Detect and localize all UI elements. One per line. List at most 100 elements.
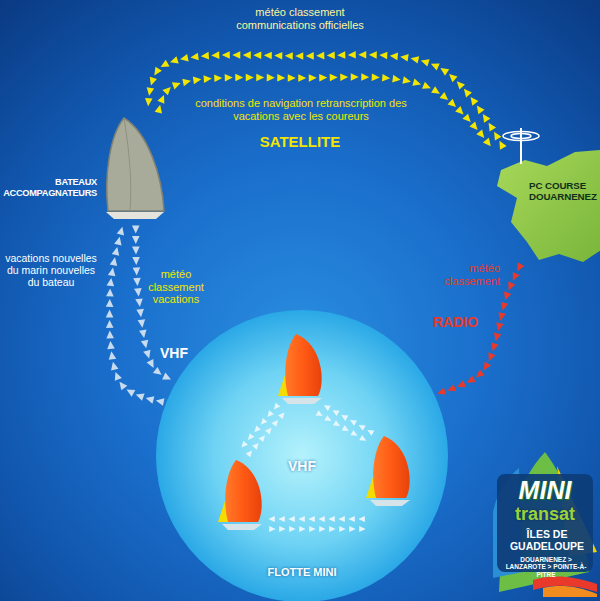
arrow-mark [483,138,494,149]
arrow-mark [106,309,114,317]
arrow-mark [339,526,345,532]
arrow-mark [134,391,144,401]
arrow-mark [465,375,476,386]
arrow-mark [285,52,293,60]
arrow-mark [351,73,359,81]
node-title: PC COURSE DOUARNENEZ [529,180,597,202]
arrow-mark [267,74,275,82]
link-path [110,223,167,402]
arrow-mark [412,79,422,89]
arrow-mark [327,51,335,59]
sail-seam [124,118,131,211]
arrow-mark [108,351,117,360]
arrow-mark [448,99,459,110]
mainsail [285,334,322,396]
arrow-mark [328,516,334,522]
arrow-mark [179,54,188,63]
arrow-mark [359,526,365,532]
mini-boat [366,436,410,506]
arrow-mark [182,77,191,86]
antenna [503,128,539,164]
arrow-mark [358,516,364,522]
arrow-mark [392,75,401,84]
arrow-mark [422,82,432,92]
arrow-mark [193,76,202,85]
arrow-mark [106,330,114,338]
arrow-mark [190,53,199,62]
hull [106,212,164,219]
arrow-mark [330,73,338,81]
arrow-mark [269,526,275,532]
arrow-mark [342,425,351,433]
arrow-mark [222,51,230,59]
arrow-mark [485,121,496,132]
arrow-mark [288,516,294,522]
link-content: météo classement [436,262,500,287]
fleet-area [156,310,448,601]
arrow-mark [106,299,114,307]
arrow-mark [308,516,314,522]
arrow-mark [201,52,210,60]
arrow-mark [455,106,466,117]
arrow-mark [474,369,485,380]
link-type: VHF [160,345,200,361]
arrow-mark [476,130,487,141]
arrow-mark [172,80,182,90]
arrow-mark [133,278,141,287]
arrow-mark [139,330,148,339]
arrow-mark [289,526,295,532]
arrow-mark [298,74,306,82]
arrow-mark [155,104,164,114]
arrow-mark [116,379,127,390]
arrow-mark [252,441,261,450]
arrow-mark [454,79,465,90]
arrow-mark [159,60,170,71]
signal-link [155,73,497,155]
arrow-mark [489,343,499,353]
arrow-mark [107,278,115,287]
arrow-mark [306,52,314,60]
logo-subtitle: ÎLES DE GUADELOUPE [507,528,587,552]
arrow-mark [462,114,473,125]
arrow-mark [132,236,140,244]
link-type: SATELLITE [255,133,345,150]
fleet-circle: FLOTTE MINI [156,310,448,601]
link-content: vacations nouvelles du marin nouvelles d… [3,252,99,288]
arrow-mark [214,74,222,82]
arrow-mark [256,74,264,82]
land-shape [497,150,600,262]
arrow-mark [108,267,117,276]
arrow-mark [389,52,398,60]
arrow-mark [274,52,282,60]
arrow-mark [265,410,274,419]
arrow-mark [157,93,167,103]
arrow-mark [491,130,502,141]
arrow-mark [348,516,354,522]
arrow-mark [480,112,491,123]
arrow-mark [246,433,255,442]
arrow-mark [135,298,143,307]
arrow-mark [382,74,391,82]
arrow-mark [438,65,449,76]
sail [107,118,164,211]
arrow-mark [253,51,261,59]
arrow-mark [309,74,317,82]
link-content: météo classement communications officiel… [215,6,385,31]
arrow-mark [340,73,348,81]
arrow-mark [461,86,472,97]
arrow-mark [499,302,508,312]
arrow-mark [277,74,285,82]
arrow-mark [246,74,254,82]
arrow-mark [318,516,324,522]
arrow-mark [295,52,303,60]
arrow-mark [112,246,121,255]
race-logo: MINItransatÎLES DE GUADELOUPEDOUARNENEZ … [493,452,597,597]
arrow-mark [322,403,331,411]
arrow-mark [474,103,485,114]
arrow-mark [514,263,524,274]
arrow-mark [379,51,387,59]
arrow-mark [153,367,164,378]
arrow-mark [505,282,515,292]
hull [370,500,410,506]
arrow-mark [446,384,456,394]
